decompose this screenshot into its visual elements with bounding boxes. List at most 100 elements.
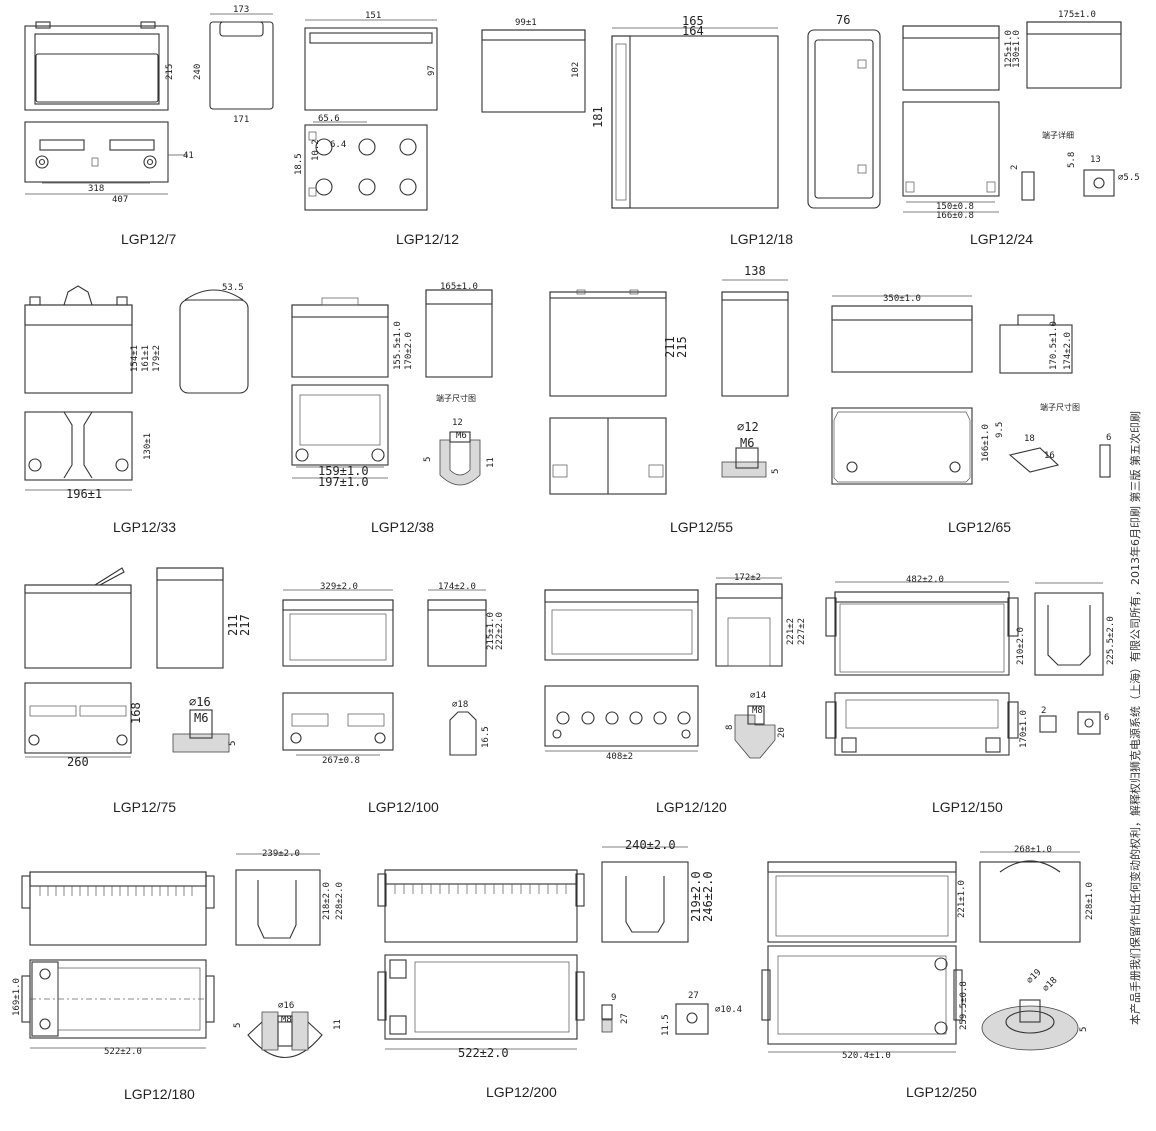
drawing-lgp12-65: 350±1.0 170.5±1.0 174±2.0 端子尺寸图 166±1.0 … <box>831 294 1111 485</box>
dim-text: 5.8 <box>1067 152 1077 168</box>
model-label-lgp12-55: LGP12/55 <box>670 519 734 535</box>
model-label-lgp12-65: LGP12/65 <box>948 519 1012 535</box>
dim-text: 222±2.0 <box>495 612 505 650</box>
dim-text: 6 <box>1104 713 1109 723</box>
model-label-lgp12-100: LGP12/100 <box>368 799 439 815</box>
dim-text: 18.5 <box>294 153 304 175</box>
model-label-lgp12-12: LGP12/12 <box>396 231 460 247</box>
dim-text: 240±2.0 <box>625 838 676 852</box>
drawing-lgp12-250: 221±1.0 268±1.0 228±1.0 259.5±0.8 520.4±… <box>761 845 1095 1061</box>
dim-text: 130±1.0 <box>1012 30 1022 68</box>
terminal-detail-caption: 端子尺寸图 <box>436 393 476 403</box>
dim-text: ⌀10.4 <box>715 1005 742 1015</box>
model-label-lgp12-250: LGP12/250 <box>906 1084 977 1100</box>
dim-text: 53.5 <box>222 283 244 293</box>
dim-text: 125±1.0 <box>1004 30 1014 68</box>
dim-text: ⌀18 <box>452 700 468 710</box>
dim-text: 240 <box>193 64 203 80</box>
dim-text: 11.5 <box>661 1014 671 1036</box>
dim-text: 165±1.0 <box>440 282 478 292</box>
dim-text: 228±1.0 <box>1085 882 1095 920</box>
dim-text: 239±2.0 <box>262 849 300 859</box>
dim-text: 267±0.8 <box>322 756 360 766</box>
dim-text: 5 <box>1079 1027 1089 1032</box>
dim-text: 13 <box>1090 155 1101 165</box>
dim-text: 174±2.0 <box>1063 332 1073 370</box>
dim-text: 6.4 <box>330 140 346 150</box>
dim-text: 159±1.0 <box>318 464 369 478</box>
dim-text: 246±2.0 <box>701 871 715 922</box>
dim-text: 170±1.0 <box>1019 710 1029 748</box>
model-label-lgp12-150: LGP12/150 <box>932 799 1003 815</box>
dim-text: 268±1.0 <box>1014 845 1052 855</box>
drawing-lgp12-33: 154±1 161±1 179±2 53.5 130±1 196±1 <box>24 283 249 501</box>
dim-text: M6 <box>456 431 467 441</box>
dim-text: 5 <box>228 741 238 746</box>
dim-text: 219±2.0 <box>689 871 703 922</box>
dim-text: 172±2 <box>734 573 761 583</box>
dim-text: ⌀18 <box>1041 976 1060 995</box>
dim-text: 41 <box>183 151 194 161</box>
dim-text: 215 <box>165 64 175 80</box>
drawing-lgp12-180: 239±2.0 218±2.0 228±2.0 169±1.0 522±2.0 … <box>12 849 345 1058</box>
dim-text: 76 <box>836 13 850 27</box>
model-label-lgp12-24: LGP12/24 <box>970 231 1034 247</box>
dim-text: 150±0.8 <box>936 202 974 212</box>
drawing-lgp12-38: 155.5±1.0 170±2.0 165±1.0 159±1.0 197±1.… <box>291 282 496 489</box>
dim-text: 16 <box>1044 451 1055 461</box>
dim-text: 27 <box>688 991 699 1001</box>
dim-text: ⌀16 <box>189 695 211 709</box>
dim-text: M6 <box>194 711 208 725</box>
dim-text: 318 <box>88 184 104 194</box>
dim-text: 2 <box>1010 165 1020 170</box>
dim-text: 218±2.0 <box>322 882 332 920</box>
dim-text: 161±1 <box>141 345 151 372</box>
terminal-detail-caption: 端子尺寸图 <box>1040 402 1080 412</box>
dim-text: 175±1.0 <box>1058 10 1096 20</box>
drawing-lgp12-100: 329±2.0 174±2.0 215±1.0 222±2.0 267±0.8 … <box>282 582 505 766</box>
model-label-lgp12-7: LGP12/7 <box>121 231 177 247</box>
dim-text: 520.4±1.0 <box>842 1051 891 1061</box>
drawing-lgp12-7: 215 173 240 171 41 318 407 <box>24 5 274 205</box>
model-label-lgp12-120: LGP12/120 <box>656 799 727 815</box>
copyright-note: 本产品手册我们保留作出任何变动的权利，解释权归狮克电源系统（上海）有限公司所有，… <box>1129 411 1142 1025</box>
dim-text: ⌀5.5 <box>1118 173 1140 183</box>
dim-text: 27 <box>620 1013 630 1024</box>
dim-text: 171 <box>233 115 249 125</box>
dim-text: ⌀19 <box>1025 968 1044 987</box>
drawing-lgp12-12: 151 97 65.6 18.5 10.2 6.4 <box>294 11 438 211</box>
dim-text: 16.5 <box>481 726 491 748</box>
dim-text: 5 <box>771 469 781 474</box>
dim-text: ⌀16 <box>278 1001 294 1011</box>
dim-text: 522±2.0 <box>458 1046 509 1060</box>
dim-text: 169±1.0 <box>12 978 22 1016</box>
dim-text: 179±2 <box>152 345 162 372</box>
dim-text: 170.5±1.0 <box>1049 321 1059 370</box>
dim-text: 225.5±2.0 <box>1106 616 1116 665</box>
dim-text: 228±2.0 <box>335 882 345 920</box>
dim-text: 12 <box>452 418 463 428</box>
dim-text: 97 <box>427 65 437 76</box>
dim-text: ⌀12 <box>737 420 759 434</box>
dim-text: 482±2.0 <box>906 575 944 585</box>
dim-text: 9 <box>611 993 616 1003</box>
drawing-lgp12-18: 99±1 102 165 164 181 76 <box>481 13 881 209</box>
dim-text: 227±2 <box>797 618 807 645</box>
dim-text: 9.5 <box>995 422 1005 438</box>
drawing-lgp12-120: 172±2 221±2 227±2 408±2 ⌀14 M8 8 20 <box>544 573 807 762</box>
dim-text: 151 <box>365 11 381 21</box>
dim-text: 221±2 <box>786 618 796 645</box>
dim-text: 8 <box>725 725 735 730</box>
dim-text: 65.6 <box>318 114 340 124</box>
dim-text: 211 <box>663 336 677 358</box>
dim-text: 260 <box>67 755 89 769</box>
dim-text: 102 <box>571 62 581 78</box>
drawing-lgp12-75: 211 217 168 260 ⌀16 M6 5 <box>24 567 252 769</box>
dim-text: 210±2.0 <box>1016 627 1026 665</box>
dim-text: 215±1.0 <box>486 612 496 650</box>
dim-text: 259.5±0.8 <box>959 981 969 1030</box>
dim-text: 11 <box>486 457 496 468</box>
dim-text: 181 <box>591 106 605 128</box>
dim-text: 215 <box>675 336 689 358</box>
